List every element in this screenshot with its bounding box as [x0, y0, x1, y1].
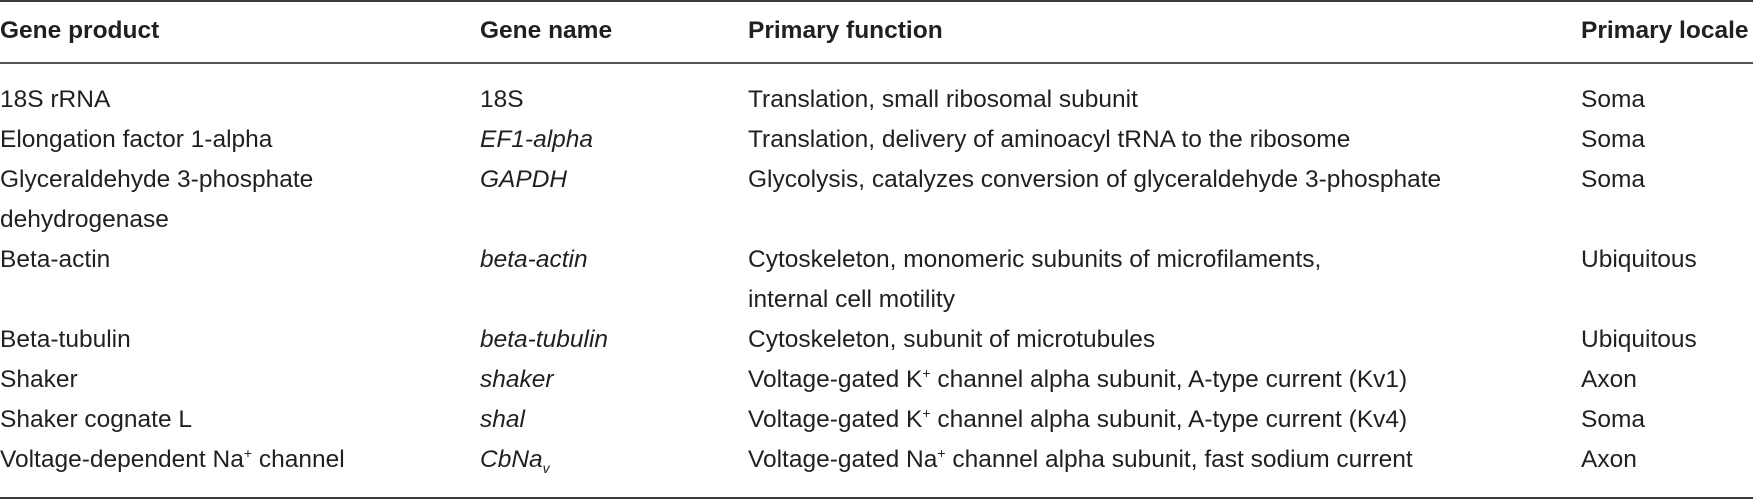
function-text: channel alpha subunit, A-type current (K…: [930, 406, 1408, 433]
function-text: channel alpha subunit, fast sodium curre…: [945, 446, 1413, 473]
cell-gene: 18S: [480, 86, 524, 113]
cell-product: Beta-actin: [0, 246, 111, 273]
table-row: Shaker shaker Voltage-gated K+ channel a…: [0, 360, 1753, 400]
cell-product: 18S rRNA: [0, 86, 111, 113]
cell-function: Voltage-gated K+ channel alpha subunit, …: [748, 360, 1581, 400]
table-row: Beta-tubulin beta-tubulin Cytoskeleton, …: [0, 320, 1753, 360]
table-row: Shaker cognate L shal Voltage-gated K+ c…: [0, 400, 1753, 440]
cell-product: Beta-tubulin: [0, 326, 131, 353]
gene-text: CbNa: [480, 446, 543, 473]
cell-product: Voltage-dependent Na+ channel: [0, 440, 480, 480]
cell-locale: Soma: [1581, 166, 1646, 193]
cell-locale: Ubiquitous: [1581, 246, 1697, 273]
product-text: channel: [252, 446, 345, 473]
cell-locale: Soma: [1581, 86, 1646, 113]
cell-gene: EF1-alpha: [480, 126, 594, 153]
cell-function: Voltage-gated Na+ channel alpha subunit,…: [748, 440, 1581, 480]
gene-table: Gene product Gene name Primary function …: [0, 0, 1753, 480]
cell-locale: Ubiquitous: [1581, 326, 1697, 353]
table-row: Elongation factor 1-alpha EF1-alpha Tran…: [0, 120, 1753, 160]
cell-locale: Soma: [1581, 406, 1646, 433]
header-rule: [0, 62, 1753, 64]
cell-gene: beta-tubulin: [480, 326, 609, 353]
cell-product-line1: Glyceraldehyde 3-phosphate: [0, 166, 314, 193]
cell-gene: shaker: [480, 366, 554, 393]
cell-product: Elongation factor 1-alpha: [0, 126, 273, 153]
superscript: +: [243, 444, 253, 461]
table-row: Beta-actin beta-actin Cytoskeleton, mono…: [0, 240, 1753, 320]
cell-product: Shaker: [0, 366, 78, 393]
cell-gene: beta-actin: [480, 246, 588, 273]
cell-function: Glycolysis, catalyzes conversion of glyc…: [748, 166, 1442, 193]
cell-product-line2: dehydrogenase: [0, 206, 169, 233]
cell-gene: shal: [480, 406, 525, 433]
subscript: v: [542, 459, 550, 476]
header-primary-locale: Primary locale: [1581, 17, 1749, 44]
function-text: channel alpha subunit, A-type current (K…: [930, 366, 1408, 393]
function-text: Voltage-gated K: [748, 366, 923, 393]
cell-product: Shaker cognate L: [0, 406, 193, 433]
cell-gene: CbNav: [480, 440, 748, 480]
cell-locale: Axon: [1581, 446, 1637, 473]
header-row: Gene product Gene name Primary function …: [0, 0, 1753, 62]
header-primary-function: Primary function: [748, 17, 943, 44]
cell-function: Translation, delivery of aminoacyl tRNA …: [748, 126, 1351, 153]
table-row: 18S rRNA 18S Translation, small ribosoma…: [0, 80, 1753, 120]
function-text: Voltage-gated K: [748, 406, 923, 433]
cell-product: Glyceraldehyde 3-phosphate dehydrogenase: [0, 160, 480, 240]
superscript: +: [937, 444, 946, 461]
function-text: Voltage-gated Na: [748, 446, 938, 473]
spacer-row: [0, 62, 1753, 80]
product-text: Voltage-dependent Na: [0, 446, 244, 473]
cell-function-line2: internal cell motility: [748, 286, 955, 313]
cell-locale: Axon: [1581, 366, 1637, 393]
superscript: +: [922, 364, 931, 381]
header-gene-name: Gene name: [480, 17, 613, 44]
cell-function-line1: Cytoskeleton, monomeric subunits of micr…: [748, 246, 1322, 273]
table-row: Voltage-dependent Na+ channel CbNav Volt…: [0, 440, 1753, 480]
top-rule: [0, 0, 1753, 2]
cell-function: Cytoskeleton, monomeric subunits of micr…: [748, 240, 1581, 320]
bottom-rule: [0, 497, 1753, 499]
cell-function: Translation, small ribosomal subunit: [748, 86, 1138, 113]
cell-function: Voltage-gated K+ channel alpha subunit, …: [748, 400, 1581, 440]
cell-function: Cytoskeleton, subunit of microtubules: [748, 326, 1156, 353]
cell-gene: GAPDH: [480, 166, 568, 193]
header-gene-product: Gene product: [0, 17, 160, 44]
superscript: +: [922, 404, 931, 421]
cell-locale: Soma: [1581, 126, 1646, 153]
